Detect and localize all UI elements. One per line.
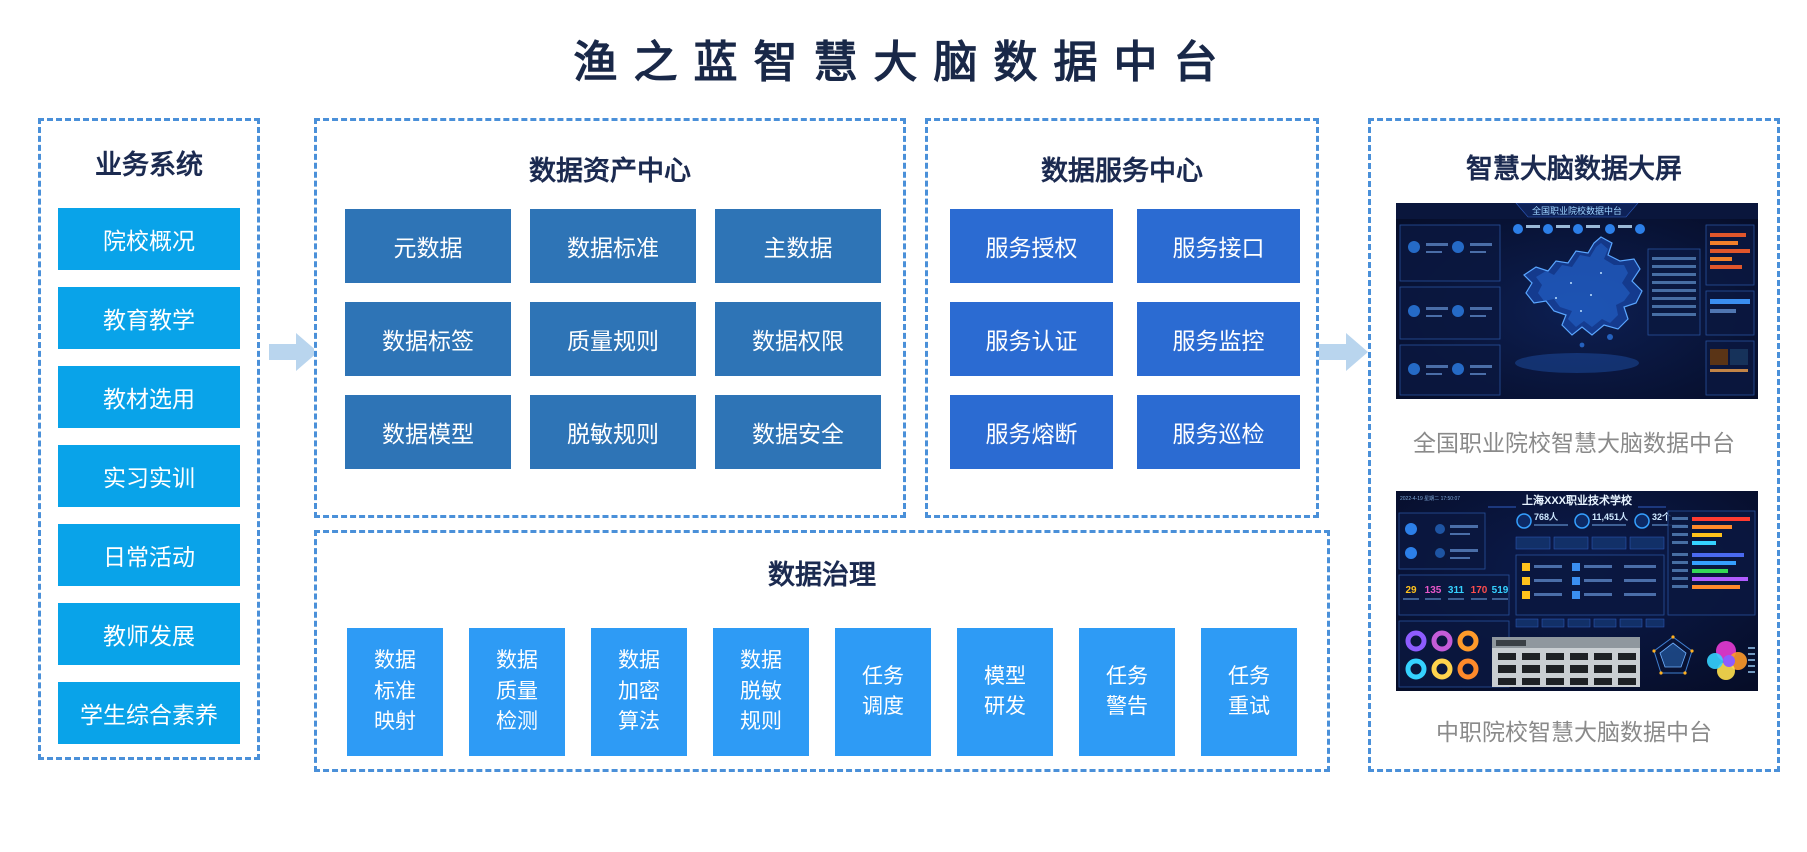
business-system-panel: 业务系统 院校概况 教育教学 教材选用 实习实训 日常活动 教师发展 学生综合素… <box>38 118 260 760</box>
data-governance-panel: 数据治理 数据 标准 映射 数据 质量 检测 数据 加密 算法 数据 脱敏 规则… <box>314 530 1330 772</box>
business-system-header: 业务系统 <box>95 150 203 180</box>
governance-item: 数据 脱敏 规则 <box>713 628 809 756</box>
asset-item: 质量规则 <box>530 302 696 376</box>
svg-text:311: 311 <box>1448 585 1465 596</box>
national-dashboard-thumbnail: 全国职业院校数据中台 <box>1396 203 1758 399</box>
asset-item: 数据模型 <box>345 395 511 469</box>
school-dashboard-thumbnail: 上海XXX职业技术学校 2022-4-19 星期二 17:50:07 29 13… <box>1396 491 1758 691</box>
data-governance-header: 数据治理 <box>768 560 876 590</box>
bubble-chart <box>1707 641 1755 680</box>
business-item: 教师发展 <box>58 603 240 665</box>
classroom-photo <box>1492 637 1640 687</box>
governance-item: 任务 警告 <box>1079 628 1175 756</box>
service-item: 服务监控 <box>1137 302 1300 376</box>
business-item: 教材选用 <box>58 366 240 428</box>
service-item: 服务巡检 <box>1137 395 1300 469</box>
svg-text:11,451人: 11,451人 <box>1592 511 1629 522</box>
governance-item: 数据 标准 映射 <box>347 628 443 756</box>
asset-item: 主数据 <box>715 209 881 283</box>
data-asset-grid: 元数据 数据标准 主数据 数据标签 质量规则 数据权限 数据模型 脱敏规则 数据… <box>345 209 881 469</box>
business-item: 院校概况 <box>58 208 240 270</box>
business-item: 教育教学 <box>58 287 240 349</box>
governance-item: 数据 质量 检测 <box>469 628 565 756</box>
svg-text:135: 135 <box>1425 585 1442 596</box>
asset-item: 脱敏规则 <box>530 395 696 469</box>
data-asset-center-panel: 数据资产中心 元数据 数据标准 主数据 数据标签 质量规则 数据权限 数据模型 … <box>314 118 906 518</box>
governance-item: 任务 调度 <box>835 628 931 756</box>
asset-item: 元数据 <box>345 209 511 283</box>
big-screen-panel: 智慧大脑数据大屏 全国职业院校数据中台 <box>1368 118 1780 772</box>
screen2-datetime: 2022-4-19 星期二 17:50:07 <box>1400 496 1460 502</box>
data-service-grid: 服务授权 服务接口 服务认证 服务监控 服务熔断 服务巡检 <box>950 209 1300 469</box>
screen1-title: 全国职业院校数据中台 <box>1532 205 1622 216</box>
service-item: 服务授权 <box>950 209 1113 283</box>
radar-chart <box>1652 635 1694 675</box>
governance-item: 数据 加密 算法 <box>591 628 687 756</box>
business-system-list: 院校概况 教育教学 教材选用 实习实训 日常活动 教师发展 学生综合素养 <box>58 208 240 744</box>
asset-item: 数据标准 <box>530 209 696 283</box>
governance-item: 模型 研发 <box>957 628 1053 756</box>
donut-charts <box>1405 630 1479 680</box>
service-item: 服务认证 <box>950 302 1113 376</box>
business-item: 学生综合素养 <box>58 682 240 744</box>
data-asset-center-header: 数据资产中心 <box>529 156 691 186</box>
business-item: 实习实训 <box>58 445 240 507</box>
color-bar-chart <box>1672 517 1750 589</box>
big-screen-header: 智慧大脑数据大屏 <box>1466 154 1682 184</box>
data-governance-row: 数据 标准 映射 数据 质量 检测 数据 加密 算法 数据 脱敏 规则 任务 调… <box>347 628 1297 756</box>
asset-item: 数据标签 <box>345 302 511 376</box>
asset-item: 数据权限 <box>715 302 881 376</box>
governance-item: 任务 重试 <box>1201 628 1297 756</box>
screen2-caption: 中职院校智慧大脑数据中台 <box>1436 719 1712 745</box>
screen1-caption: 全国职业院校智慧大脑数据中台 <box>1413 430 1735 456</box>
svg-text:768人: 768人 <box>1534 511 1559 522</box>
business-item: 日常活动 <box>58 524 240 586</box>
screen2-number-row: 29 135 311 170 519 <box>1405 585 1508 596</box>
service-item: 服务熔断 <box>950 395 1113 469</box>
china-map-icon <box>1523 236 1643 348</box>
screen2-title: 上海XXX职业技术学校 <box>1522 493 1633 507</box>
svg-text:519: 519 <box>1492 585 1509 596</box>
data-service-center-header: 数据服务中心 <box>1041 156 1203 186</box>
data-service-center-panel: 数据服务中心 服务授权 服务接口 服务认证 服务监控 服务熔断 服务巡检 <box>925 118 1319 518</box>
map-glow <box>1515 353 1639 373</box>
svg-text:32个: 32个 <box>1652 511 1672 522</box>
service-item: 服务接口 <box>1137 209 1300 283</box>
svg-text:29: 29 <box>1405 585 1417 596</box>
flow-arrow-icon <box>269 333 318 371</box>
asset-item: 数据安全 <box>715 395 881 469</box>
page-title: 渔之蓝智慧大脑数据中台 <box>573 38 1234 87</box>
svg-text:170: 170 <box>1471 585 1488 596</box>
stat-badges: 768人 11,451人 32个 <box>1516 511 1686 529</box>
flow-arrow-icon <box>1319 333 1368 371</box>
